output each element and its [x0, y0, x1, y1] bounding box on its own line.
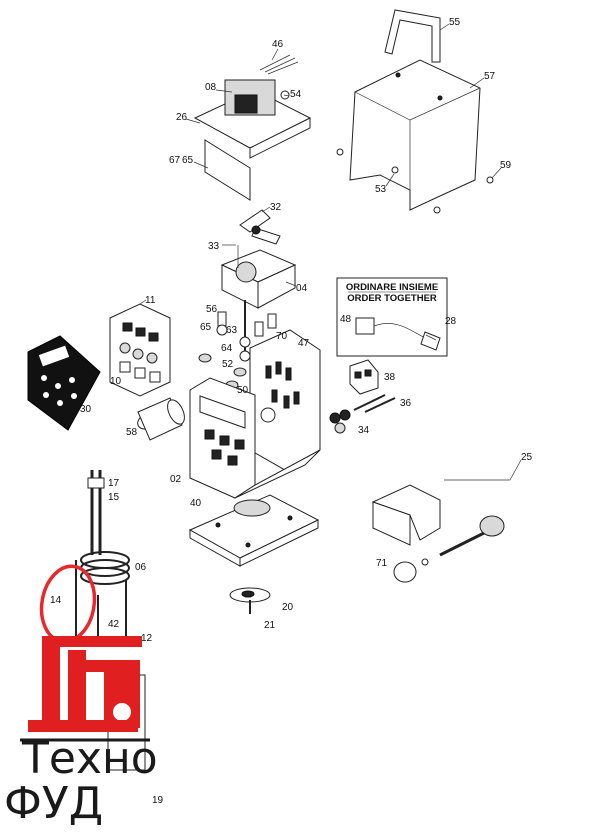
callout-20: 20 [282, 602, 294, 613]
callout-70: 70 [276, 331, 288, 342]
socket-part [329, 359, 396, 434]
main-body-part [189, 329, 321, 499]
knob-bracket-part [371, 484, 505, 583]
watermark-text-2: ФУД [4, 778, 103, 829]
callout-11: 11 [145, 295, 156, 306]
callout-17: 17 [108, 478, 120, 489]
watermark-logo: Техно ФУД [4, 636, 158, 829]
callout-19: 19 [152, 795, 164, 806]
callout-numbers: 55 57 46 08 54 26 67 65 59 53 32 33 04 1… [50, 17, 533, 806]
callout-21: 21 [264, 620, 276, 631]
callout-33: 33 [208, 241, 220, 252]
front-panel-part [27, 335, 101, 431]
callout-02: 02 [170, 474, 182, 485]
callout-57: 57 [484, 71, 496, 82]
power-cord-part [355, 317, 441, 351]
order-box-title-en: ORDER TOGETHER [347, 293, 437, 304]
callout-50: 50 [237, 385, 249, 396]
callout-59: 59 [500, 160, 512, 171]
callout-63: 63 [226, 325, 238, 336]
callout-65: 65 [182, 155, 194, 166]
callout-54: 54 [290, 89, 302, 100]
foot-disk-part [229, 587, 271, 614]
base-plate-part [188, 494, 320, 567]
capacitor-part [137, 397, 185, 441]
callout-42: 42 [108, 619, 120, 630]
callout-06: 06 [135, 562, 147, 573]
motor-part [220, 245, 297, 360]
callout-15: 15 [108, 492, 120, 503]
callout-46: 46 [272, 39, 284, 50]
watermark-text-1: Техно [21, 733, 158, 784]
electronics-bracket-part [193, 54, 312, 201]
callout-32: 32 [270, 202, 282, 213]
callout-08: 08 [205, 82, 217, 93]
callout-47: 47 [298, 338, 310, 349]
callout-36: 36 [400, 398, 412, 409]
callout-52: 52 [222, 359, 234, 370]
callout-67: 67 [169, 155, 181, 166]
order-together-box: ORDINARE INSIEME ORDER TOGETHER 48 28 [336, 277, 457, 357]
callout-53: 53 [375, 184, 387, 195]
callout-25: 25 [521, 452, 533, 463]
callout-04: 04 [296, 283, 308, 294]
callout-65b: 65 [200, 322, 212, 333]
callout-12: 12 [141, 633, 153, 644]
callout-55: 55 [449, 17, 461, 28]
control-board-part [109, 303, 171, 397]
leader-lines [139, 23, 522, 481]
handle-part [384, 9, 441, 63]
order-box-title-it: ORDINARE INSIEME [346, 282, 438, 293]
callout-64: 64 [221, 343, 233, 354]
top-cover-part [336, 59, 494, 214]
callout-40: 40 [190, 498, 202, 509]
callout-30: 30 [80, 404, 92, 415]
callout-26: 26 [176, 112, 188, 123]
callout-48: 48 [340, 314, 352, 325]
callout-58: 58 [126, 427, 138, 438]
callout-14: 14 [50, 595, 62, 606]
spacers-group [198, 311, 277, 390]
callout-10: 10 [110, 376, 122, 387]
callout-56: 56 [206, 304, 218, 315]
callout-28: 28 [445, 316, 457, 327]
callout-38: 38 [384, 372, 396, 383]
callout-71: 71 [376, 558, 388, 569]
fan-part [239, 209, 281, 245]
callout-34: 34 [358, 425, 370, 436]
